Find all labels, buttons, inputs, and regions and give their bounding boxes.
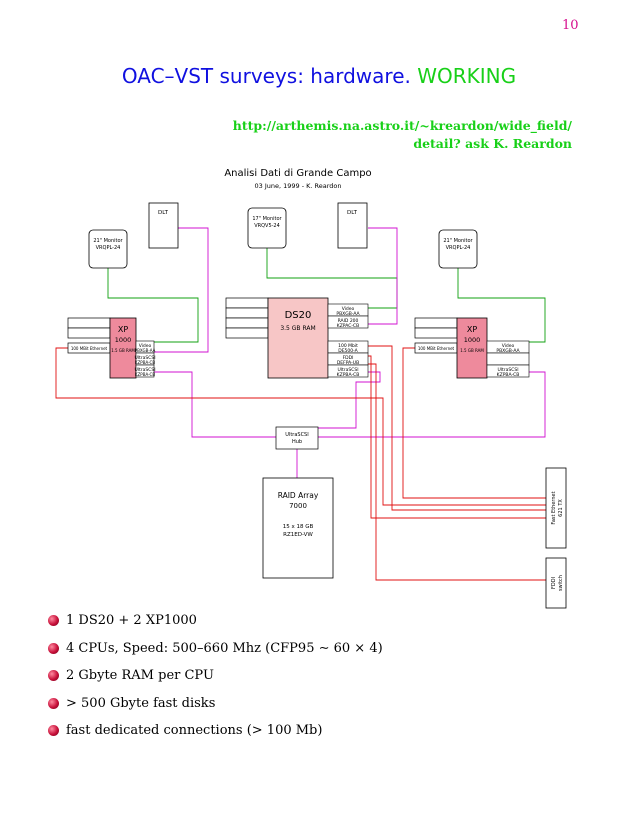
list-item: 1 DS20 + 2 XP1000 [48,612,383,640]
svg-text:PBXGB-AA: PBXGB-AA [496,348,520,354]
bullet-icon [48,725,59,736]
svg-text:1.5 GB RAM: 1.5 GB RAM [460,348,484,353]
bullet-icon [48,670,59,681]
svg-text:RZ1ED-VW: RZ1ED-VW [283,532,313,538]
svg-text:DEFPA-UB: DEFPA-UB [337,360,359,366]
fddi-switch: FDDI switch [545,557,567,609]
title-main: OAC–VST surveys: hardware. [121,64,411,88]
monitor-center: 17" Monitor VRQV5-24 [247,207,287,249]
ultrascsi-hub: UltraSCSI Hub [275,426,319,450]
svg-text:UltraSCSI: UltraSCSI [134,367,155,373]
diagram-title: Analisi Dati di Grande Campo [224,168,371,179]
svg-text:UltraSCSI: UltraSCSI [285,432,308,438]
title-status: WORKING [417,64,517,88]
svg-text:VRQPL-24: VRQPL-24 [96,245,121,251]
svg-text:3.5 GB RAM: 3.5 GB RAM [280,325,315,332]
contact-line: detail? ask K. Reardon [413,136,572,151]
bullet-icon [48,615,59,626]
list-item: 4 CPUs, Speed: 500–660 Mhz (CFP95 ∼ 60 ×… [48,640,383,668]
page-title: OAC–VST surveys: hardware. WORKING [0,64,638,88]
svg-text:FDDI: FDDI [343,355,354,361]
svg-text:RAID Array: RAID Array [278,491,319,500]
list-item: fast dedicated connections (> 100 Mb) [48,722,383,750]
svg-text:Fast Ethernet: Fast Ethernet [551,491,557,524]
svg-text:100 MBit Ethernet: 100 MBit Ethernet [418,346,455,351]
svg-text:XP: XP [467,325,477,334]
monitor-left: 21" Monitor VRQPL-24 [88,229,128,269]
xp1000-right: 100 MBit Ethernet XP 1000 1.5 GB RAM Vid… [414,317,530,379]
svg-text:17" Monitor: 17" Monitor [252,216,282,222]
tape-drive-center: DLT [337,202,368,249]
xp1000-left: 100 MBit Ethernet XP 1000 1.5 GB RAM Vid… [67,317,156,379]
svg-text:100 MBit Ethernet: 100 MBit Ethernet [71,346,108,351]
svg-text:DLT: DLT [158,210,169,216]
svg-text:KZPBA-CB: KZPBA-CB [337,372,360,378]
tape-drive-left: DLT [148,202,179,249]
svg-text:PBXGB-AA: PBXGB-AA [336,311,360,317]
svg-text:21" Monitor: 21" Monitor [93,238,123,244]
project-url[interactable]: http://arthemis.na.astro.it/~kreardon/wi… [232,118,572,133]
svg-text:UltraSCSI: UltraSCSI [337,367,358,373]
svg-text:DE500-A: DE500-A [338,348,358,354]
svg-text:1000: 1000 [464,336,481,344]
svg-text:Video: Video [502,343,515,349]
network-cables [55,345,546,581]
svg-text:FDDI: FDDI [551,577,557,589]
raid-array: RAID Array 7000 15 x 18 GB RZ1ED-VW [262,477,334,579]
svg-text:switch: switch [558,575,564,591]
bullet-icon [48,697,59,709]
svg-text:KZPBA-CB: KZPBA-CB [135,360,155,365]
svg-text:UltraSCSI: UltraSCSI [134,355,155,361]
svg-text:DS20: DS20 [285,310,312,321]
svg-text:1000: 1000 [115,336,132,344]
svg-text:7000: 7000 [289,502,307,510]
svg-text:21" Monitor: 21" Monitor [443,238,473,244]
svg-text:RAID 200: RAID 200 [338,318,359,324]
ds20-server: DS20 3.5 GB RAM Video PBXGB-AA RAID 200 … [225,297,369,379]
spec-list: 1 DS20 + 2 XP1000 4 CPUs, Speed: 500–660… [48,612,383,750]
svg-text:Hub: Hub [292,439,302,445]
svg-text:VRQPL-24: VRQPL-24 [446,245,471,251]
svg-text:PBXGB-AA: PBXGB-AA [135,348,156,353]
svg-text:1.5 GB RAM: 1.5 GB RAM [111,348,135,353]
list-item: 2 Gbyte RAM per CPU [48,667,383,695]
svg-text:KZPBA-CB: KZPBA-CB [135,372,155,377]
svg-text:Video: Video [342,306,355,312]
svg-text:XP: XP [118,325,128,334]
svg-text:Video: Video [139,343,152,349]
svg-text:VRQV5-24: VRQV5-24 [254,223,280,229]
svg-text:100 Mbit: 100 Mbit [338,343,358,349]
bullet-icon [48,642,59,654]
page-number: 10 [562,18,579,33]
fast-ethernet-switch: Fast Ethernet 621 TX [545,467,567,549]
svg-text:KZPBA-CB: KZPBA-CB [497,372,520,378]
svg-text:621 TX: 621 TX [558,499,564,517]
svg-text:KZPAC-CB: KZPAC-CB [337,323,359,329]
svg-text:DLT: DLT [347,210,358,216]
diagram-subtitle: 03 June, 1999 - K. Reardon [254,182,341,190]
svg-text:UltraSCSI: UltraSCSI [497,367,518,373]
monitor-right: 21" Monitor VRQPL-24 [438,229,478,269]
svg-text:15 x 18 GB: 15 x 18 GB [283,524,314,530]
list-item: > 500 Gbyte fast disks [48,695,383,723]
